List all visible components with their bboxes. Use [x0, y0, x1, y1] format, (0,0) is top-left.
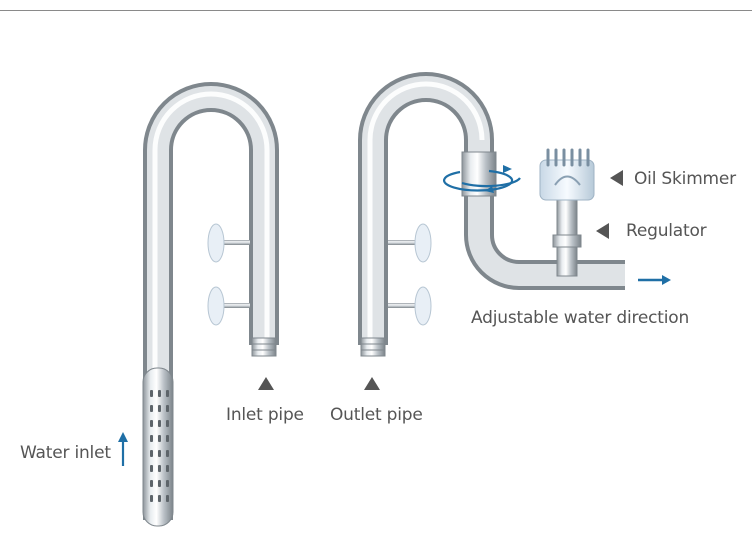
inlet-pipe-pointer-icon [258, 377, 274, 390]
water-inlet-label: Water inlet [20, 443, 111, 463]
rotate-arrow-icon [442, 165, 521, 193]
oil-skimmer-label: Oil Skimmer [634, 169, 736, 189]
water-inlet-arrow-icon [118, 432, 128, 466]
regulator-pointer-icon [596, 223, 609, 239]
flow-direction-arrow-icon [638, 275, 671, 285]
top-divider [0, 10, 752, 11]
outlet-pipe-pointer-icon [364, 377, 380, 390]
inlet-pipe-label: Inlet pipe [226, 405, 304, 425]
oil-skimmer-pointer-icon [610, 170, 623, 186]
adjustable-direction-label: Adjustable water direction [471, 308, 690, 328]
regulator-label: Regulator [626, 221, 707, 241]
inlet-pipe-graphic [142, 82, 279, 527]
outlet-pipe-label: Outlet pipe [330, 405, 423, 425]
